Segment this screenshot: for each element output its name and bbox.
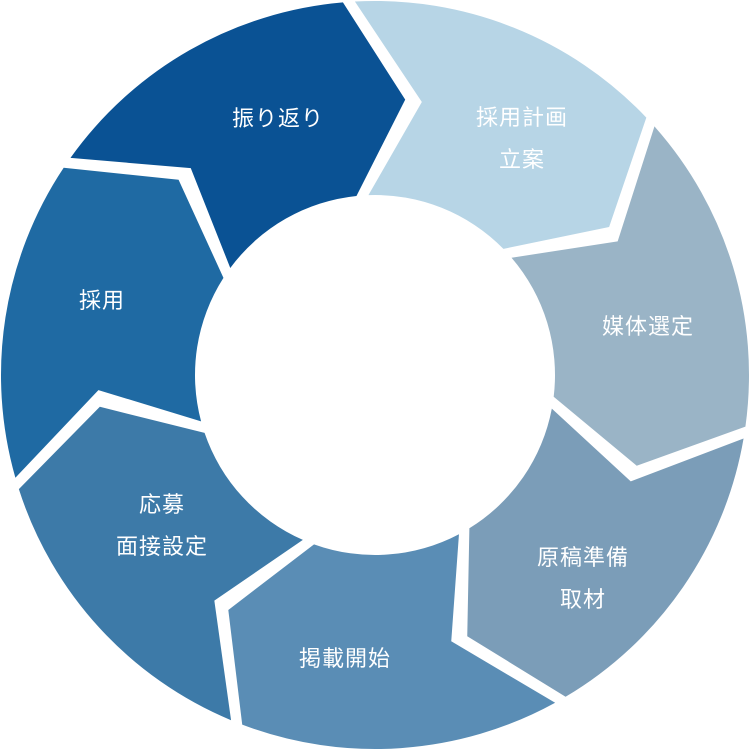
cycle-step-segment bbox=[18, 406, 303, 721]
step-label-line: 立案 bbox=[498, 148, 546, 173]
step-label-application: 応募 面接設定 bbox=[116, 485, 208, 569]
step-label-planning: 採用計画 立案 bbox=[476, 98, 568, 182]
step-label-draft: 原稿準備 取材 bbox=[537, 538, 629, 622]
step-label-review: 振り返り bbox=[232, 99, 324, 141]
step-label-media: 媒体選定 bbox=[602, 307, 694, 349]
cycle-step-segment bbox=[467, 408, 744, 697]
step-label-line: 媒体選定 bbox=[601, 315, 695, 340]
cycle-step-segment bbox=[70, 2, 406, 268]
step-label-hiring: 採用 bbox=[79, 281, 125, 323]
step-label-line: 採用計画 bbox=[475, 106, 569, 131]
step-label-line: 原稿準備 bbox=[536, 546, 630, 571]
step-label-line: 面接設定 bbox=[115, 535, 209, 560]
step-label-line: 振り返り bbox=[231, 107, 325, 132]
cycle-step-segment bbox=[511, 126, 749, 466]
step-label-line: 掲載開始 bbox=[298, 647, 392, 672]
cycle-step-segment bbox=[228, 534, 556, 749]
step-label-line: 採用 bbox=[78, 289, 126, 314]
step-label-line: 取材 bbox=[559, 588, 607, 613]
step-label-line: 応募 bbox=[138, 493, 186, 518]
cycle-step-segment bbox=[0, 167, 224, 478]
cycle-step-segment bbox=[354, 1, 647, 249]
step-label-publish: 掲載開始 bbox=[299, 639, 391, 681]
